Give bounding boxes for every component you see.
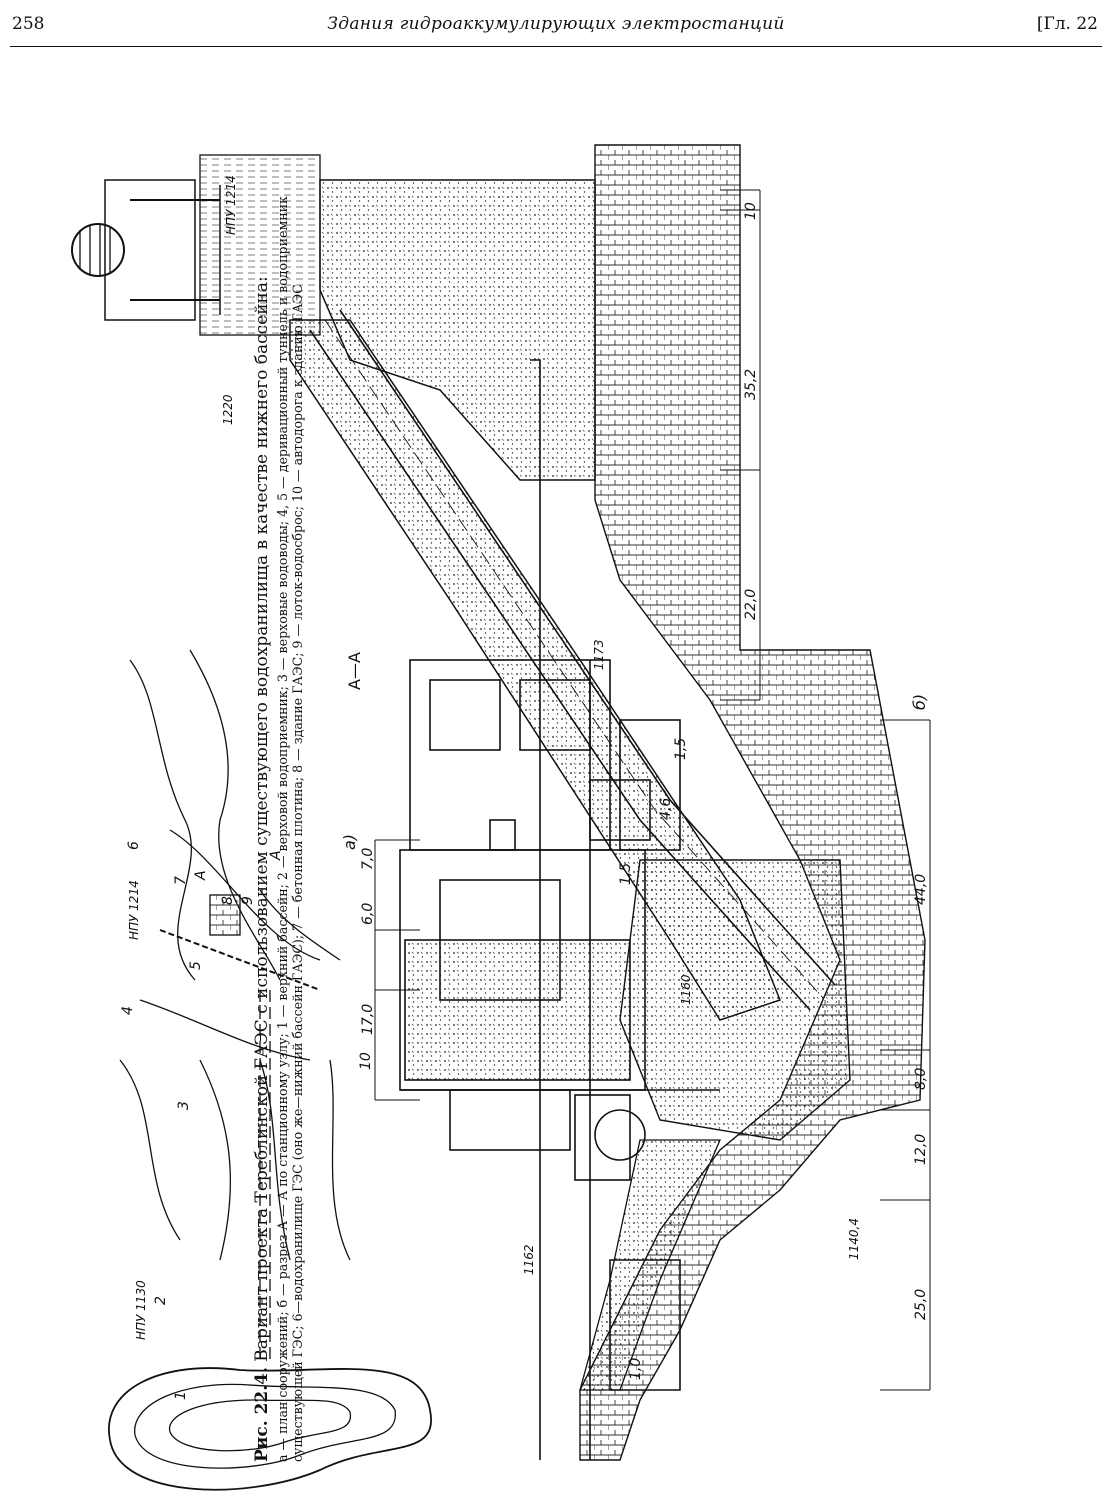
dim-10: 10 [743,202,759,220]
caption-title: Вариант проекта Тереблинской ГАЭС с испо… [252,276,272,1362]
dim-6: 6,0 [360,903,376,925]
dim-12: 12,0 [913,1134,929,1165]
drawing-labels: а) б) А—А НПУ 1130 НПУ 1214 НПУ 1214 122… [120,175,929,1400]
label-n9: 9 [240,896,256,905]
dim-46: 4,6 [658,798,674,820]
dim-10b: 1,0 [628,1358,644,1380]
dim-15a: 1,5 [618,863,634,885]
label-el-1160: 1160 [679,974,693,1005]
figure-caption: Рис. 22.4. Вариант проекта Тереблинской … [252,102,362,1462]
label-npu-1214-sec: НПУ 1214 [224,175,238,235]
label-n8: 8 [220,896,236,905]
dim-7: 7,0 [360,848,376,870]
dim-25: 25,0 [913,1289,929,1320]
label-cut-a1: А [193,870,209,881]
label-n1: 1 [173,1391,189,1400]
rock-mass [579,144,926,1461]
label-part-b: б) [910,694,929,710]
dim-8: 8,0 [913,1068,929,1090]
header-rule [10,46,1102,47]
dim-352: 35,2 [743,369,759,400]
penstock [309,309,836,1011]
dim-15b: 1,5 [673,738,689,760]
page-header: 258 Здания гидроаккумулирующих электрост… [0,0,1112,52]
label-n5: 5 [188,961,204,970]
running-title: Здания гидроаккумулирующих электростанци… [327,14,785,34]
page-number: 258 [12,14,45,34]
dim-44: 44,0 [913,874,929,905]
label-npu-1130: НПУ 1130 [134,1280,148,1340]
label-cut-a2: А [268,850,284,861]
concrete-structures [289,179,851,1391]
label-el-1173: 1173 [592,639,606,670]
engineering-drawing: а) б) А—А НПУ 1130 НПУ 1214 НПУ 1214 122… [71,144,931,1491]
plan-view [108,649,432,1491]
label-n3: 3 [176,1101,192,1110]
label-el-1162: 1162 [522,1244,536,1275]
label-n6: 6 [126,841,142,850]
upper-intake [71,154,321,336]
label-n2: 2 [153,1296,169,1305]
dim-17: 17,0 [360,1004,376,1035]
label-n4: 4 [120,1006,136,1015]
chapter-marker: [Гл. 22 [1036,14,1098,34]
powerhouse [399,359,720,1460]
dimension-lines [374,189,931,1391]
label-part-a: а) [340,834,359,850]
caption-body: а — план сооружений; б — разрез А — А по… [275,196,305,1462]
label-el-1220: 1220 [221,394,235,425]
label-n10: 10 [358,1052,374,1070]
label-el-1140: 1140,4 [847,1218,861,1260]
label-section: А—А [345,652,364,690]
label-npu-1214-plan: НПУ 1214 [127,880,141,940]
label-n7: 7 [173,876,189,885]
caption-number: Рис. 22.4. [252,1367,272,1462]
dim-22: 22,0 [743,589,759,620]
